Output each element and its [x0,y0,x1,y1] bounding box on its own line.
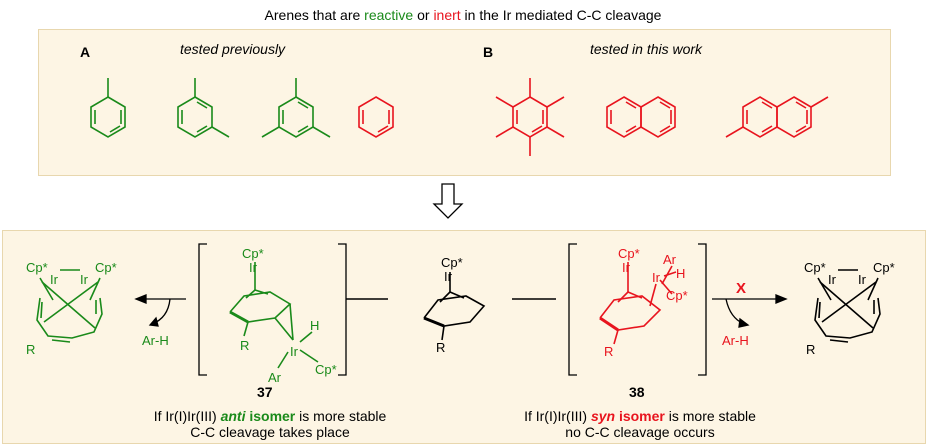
anti-ring-bold [229,310,249,324]
ir-label: Ir [290,344,299,359]
compound-number-syn: 38 [629,384,645,400]
panel-b-letter: B [483,44,494,60]
down-arrow-icon [432,183,464,219]
caption-syn: If Ir(I)Ir(III) syn isomer is more stabl… [470,408,810,440]
r-label: R [806,342,815,357]
mesitylene-structure [261,78,331,138]
figure-headline: Arenes that are reactive or inert in the… [0,7,926,23]
caption-syn-line1: If Ir(I)Ir(III) syn isomer is more stabl… [524,408,756,424]
right-arrow-icon [712,294,788,328]
central-ring-bold [423,316,445,328]
headline-text: in the Ir mediated C-C cleavage [460,7,662,23]
syn-ring-bold [599,316,619,332]
cp-star-label: Cp* [315,362,337,377]
ar-h-label: Ar-H [722,333,749,348]
cp-star-label: Cp* [804,260,826,275]
panel-b-subtitle: tested in this work [590,41,703,57]
r-label: R [604,344,613,359]
cp-star-label: Cp* [441,255,463,270]
headline-text: or [413,7,434,23]
mechanism-panel [2,230,926,444]
caption-anti-line2: C-C cleavage takes place [190,424,350,440]
caption-syn-line2: no C-C cleavage occurs [565,424,715,440]
cp-star-label: Cp* [95,260,117,275]
left-product-structure [36,269,103,343]
inert-word: inert [433,7,461,23]
cp-star-label: Cp* [26,260,48,275]
panel-a-subtitle: tested previously [180,41,286,57]
arenes-panel [38,29,891,176]
headline-text: Arenes that are [264,7,365,23]
panel-a-letter: A [80,44,91,60]
syn-intermediate-structure [599,262,677,345]
ir-label: Ir [444,269,453,284]
ir-label: Ir [80,272,89,287]
ir-label: Ir [622,260,631,275]
anti-intermediate-structure [229,262,319,369]
ir-label: Ir [828,272,837,287]
left-arrow-icon [134,294,186,327]
cp-star-label: Cp* [242,246,264,261]
r-label: R [240,338,249,353]
toluene-structure [90,78,126,138]
compound-number-anti: 37 [257,384,273,400]
caption-anti-line1: If Ir(I)Ir(III) anti isomer is more stab… [153,408,387,424]
naphthalene-structure [606,96,676,138]
hexamethylbenzene-structure [495,78,565,156]
ir-label: Ir [249,260,258,275]
ir-label: Ir [50,272,59,287]
ar-label: Ar [268,370,282,385]
ir-label: Ir [652,270,661,285]
r-label: R [26,342,35,357]
benzene-structure [358,96,394,138]
r-label: R [436,340,445,355]
m-xylene-structure [177,78,230,138]
ir-label: Ir [858,272,867,287]
blocked-x-icon: X [736,280,746,297]
reactive-word: reactive [364,7,414,23]
syn-bracket [568,243,707,376]
ar-h-label: Ar-H [142,333,169,348]
ar-label: Ar [663,252,677,267]
cp-star-label: Cp* [873,260,895,275]
h-label: H [676,266,685,281]
right-product-structure [814,269,881,343]
anti-bracket [198,243,347,376]
cp-star-label: Cp* [618,246,640,261]
dimethylnaphthalene-structure [725,96,829,138]
caption-anti: If Ir(I)Ir(III) anti isomer is more stab… [100,408,440,440]
central-complex-structure [423,272,486,341]
h-label: H [310,318,319,333]
cp-star-label: Cp* [666,288,688,303]
